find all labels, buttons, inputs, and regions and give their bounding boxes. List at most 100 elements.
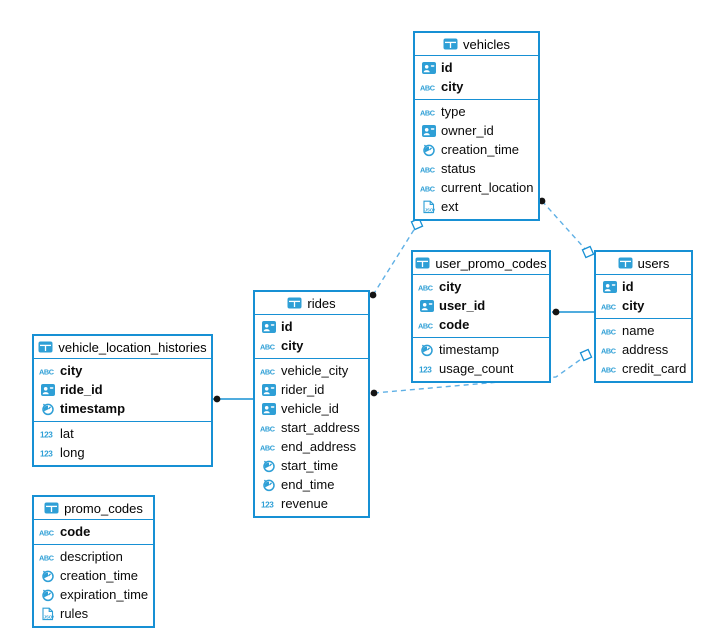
column-row[interactable]: start_time <box>255 456 368 475</box>
relationship-vehicles-users[interactable] <box>541 200 587 251</box>
svg-text:123: 123 <box>261 500 274 508</box>
svg-text:ABC: ABC <box>260 367 276 376</box>
column-name: start_address <box>281 420 360 435</box>
svg-text:ABC: ABC <box>260 342 276 351</box>
table-header[interactable]: users <box>596 252 691 275</box>
id-type-icon <box>601 280 618 293</box>
column-name: vehicle_city <box>281 363 349 378</box>
relationship-rides-users[interactable] <box>373 356 585 394</box>
column-row[interactable]: creation_time <box>34 566 153 585</box>
svg-text:ABC: ABC <box>601 346 617 355</box>
column-row[interactable]: user_id <box>413 296 549 315</box>
relationship-rides-vehicles[interactable] <box>372 224 418 296</box>
table-header[interactable]: rides <box>255 292 368 315</box>
relationship-endpoint-dot <box>370 389 378 397</box>
column-row[interactable]: creation_time <box>415 140 538 159</box>
relationship-endpoint-dot <box>213 395 221 403</box>
text-type-icon: ABC <box>420 82 437 92</box>
column-name: description <box>60 549 123 564</box>
number-type-icon: 123 <box>418 364 435 373</box>
text-type-icon: ABC <box>601 364 618 374</box>
svg-text:ABC: ABC <box>420 165 436 174</box>
json-type-icon: JSON <box>39 607 56 621</box>
column-name: end_time <box>281 477 335 492</box>
column-name: code <box>439 317 470 332</box>
table-header[interactable]: user_promo_codes <box>413 252 549 275</box>
column-row[interactable]: ride_id <box>34 380 211 399</box>
table-name: vehicles <box>463 36 510 52</box>
table-icon <box>44 502 59 514</box>
number-type-icon: 123 <box>39 429 56 438</box>
column-name: credit_card <box>622 361 687 376</box>
column-row[interactable]: id <box>596 277 691 296</box>
column-row[interactable]: vehicle_id <box>255 399 368 418</box>
column-row[interactable]: end_time <box>255 475 368 494</box>
svg-text:123: 123 <box>40 430 53 438</box>
column-row[interactable]: id <box>415 58 538 77</box>
column-row[interactable]: timestamp <box>34 399 211 418</box>
table-header[interactable]: vehicles <box>415 33 538 56</box>
number-type-icon: 123 <box>260 499 277 508</box>
svg-text:123: 123 <box>40 449 53 457</box>
column-row[interactable]: id <box>255 317 368 336</box>
table-header[interactable]: vehicle_location_histories <box>34 336 211 359</box>
text-type-icon: ABC <box>420 183 437 193</box>
id-type-icon <box>260 320 277 333</box>
column-row[interactable]: rider_id <box>255 380 368 399</box>
column-row[interactable]: 123 long <box>34 443 211 462</box>
table-header[interactable]: promo_codes <box>34 497 153 520</box>
column-row[interactable]: timestamp <box>413 340 549 359</box>
column-name: city <box>439 279 462 294</box>
table-name: users <box>637 255 670 271</box>
column-row[interactable]: expiration_time <box>34 585 153 604</box>
column-row[interactable]: ABC credit_card <box>596 359 691 378</box>
time-type-icon <box>39 569 56 583</box>
svg-text:ABC: ABC <box>39 528 55 537</box>
svg-text:123: 123 <box>419 365 432 373</box>
column-name: timestamp <box>60 401 126 416</box>
column-name: rider_id <box>281 382 325 397</box>
text-type-icon: ABC <box>260 341 277 351</box>
table-icon <box>618 257 633 269</box>
text-type-icon: ABC <box>601 326 618 336</box>
column-name: user_id <box>439 298 486 313</box>
text-type-icon: ABC <box>260 366 277 376</box>
svg-text:ABC: ABC <box>418 321 434 330</box>
table-icon <box>443 38 458 50</box>
column-row[interactable]: owner_id <box>415 121 538 140</box>
column-name: long <box>60 445 85 460</box>
column-row[interactable]: ABC vehicle_city <box>255 361 368 380</box>
column-row[interactable]: ABC code <box>413 315 549 334</box>
id-type-icon <box>420 61 437 74</box>
number-type-icon: 123 <box>39 448 56 457</box>
